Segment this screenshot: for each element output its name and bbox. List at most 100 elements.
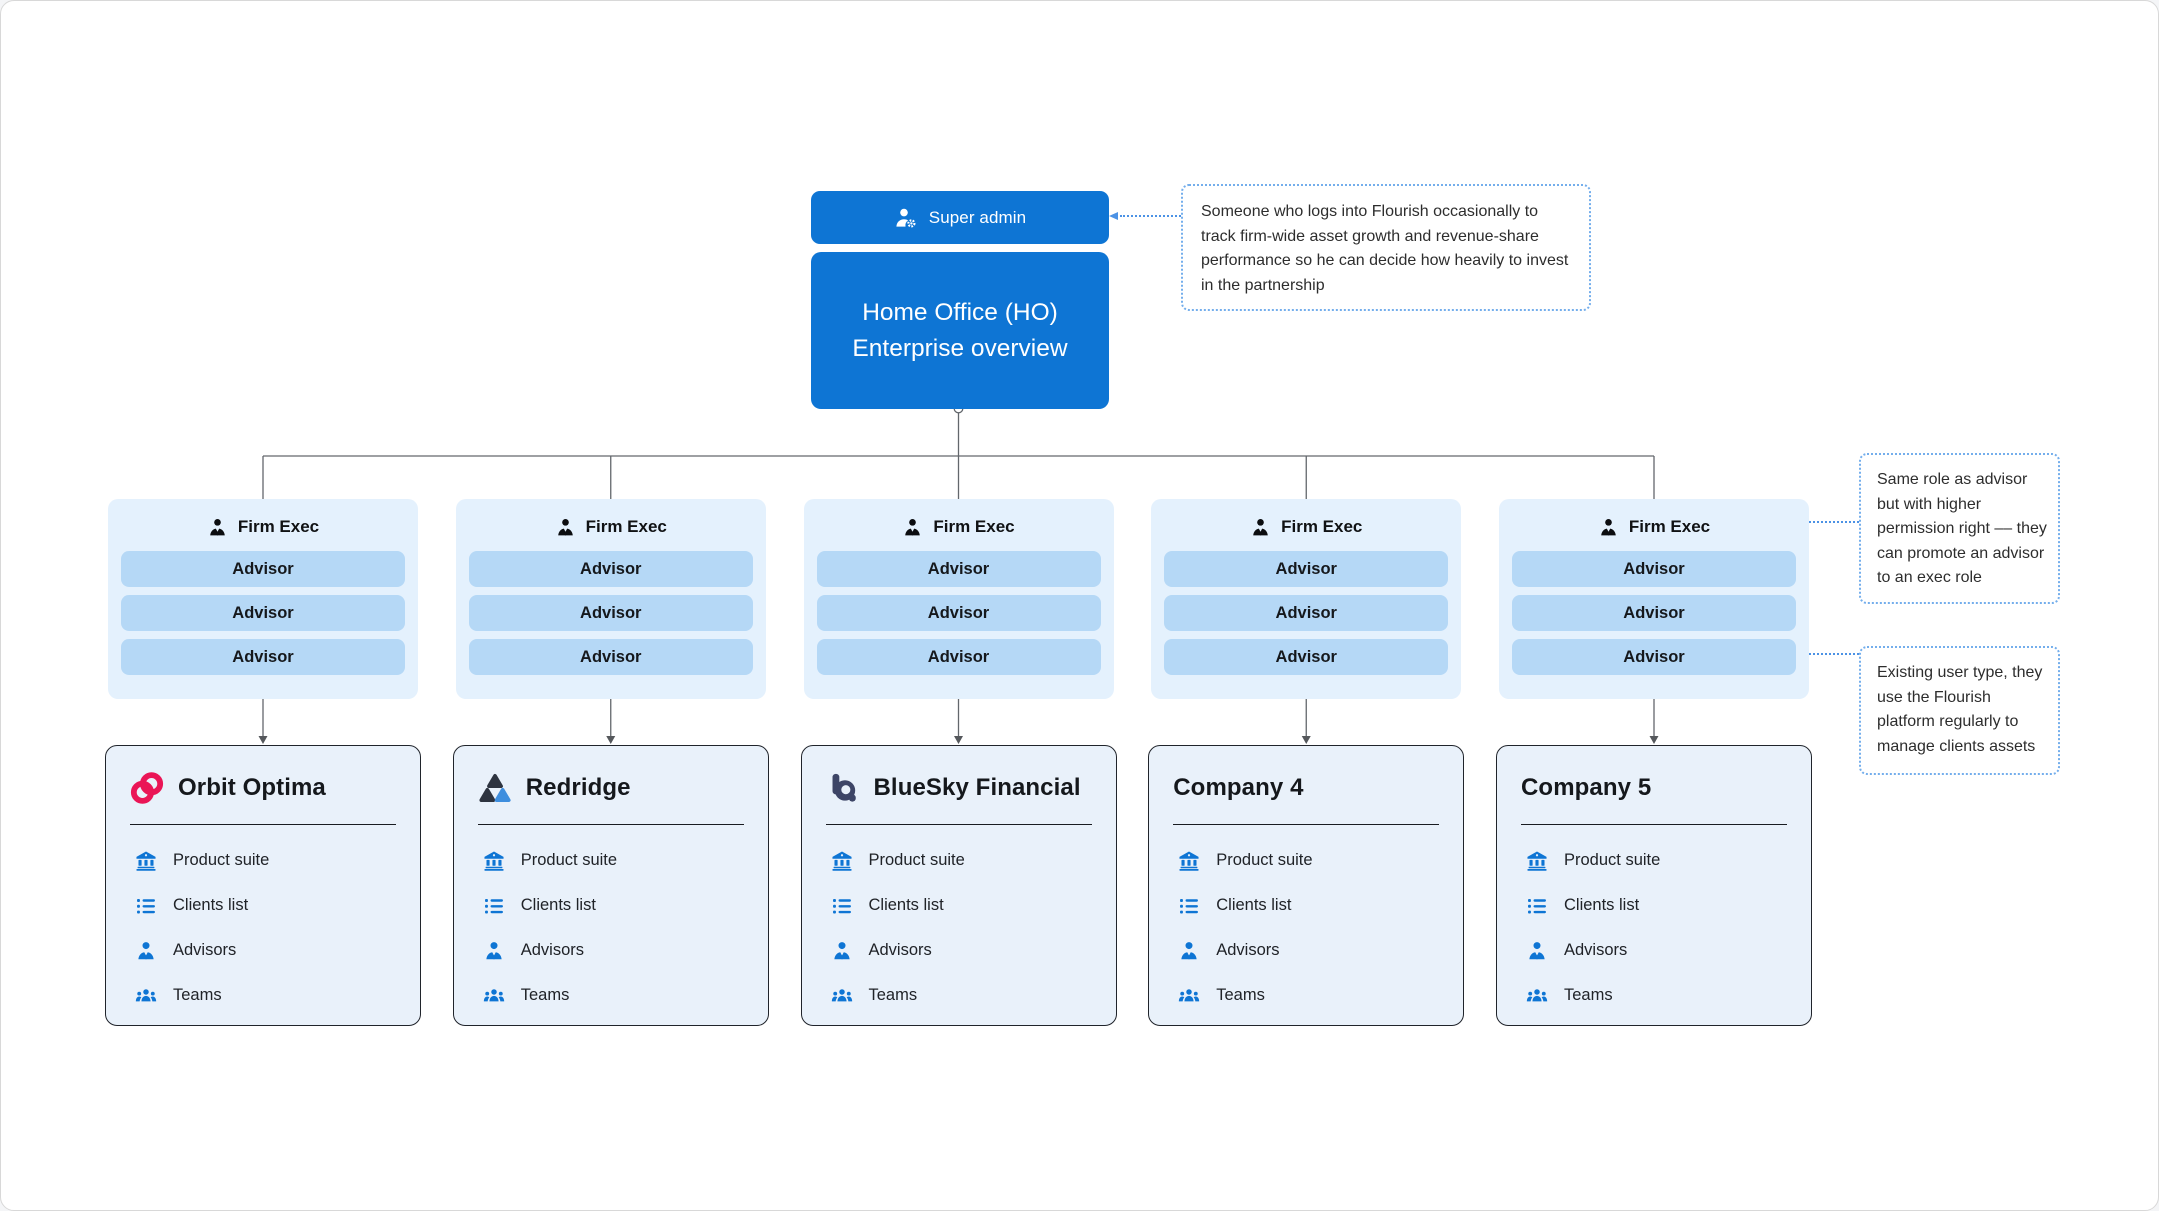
menu-item-product-suite[interactable]: Product suite [831, 838, 1116, 883]
advisor-pill[interactable]: Advisor [1164, 551, 1449, 587]
advisor-pill[interactable]: Advisor [816, 595, 1101, 631]
list-icon [1178, 895, 1200, 917]
menu-item-clients-list[interactable]: Clients list [831, 883, 1116, 928]
bank-icon [1526, 850, 1548, 872]
person-tie-icon [483, 940, 505, 962]
menu-item-advisors[interactable]: Advisors [483, 928, 768, 973]
person-tie-icon [1250, 517, 1271, 538]
menu-item-product-suite[interactable]: Product suite [1526, 838, 1811, 883]
menu-item-label: Teams [173, 986, 222, 1004]
list-icon [831, 895, 853, 917]
menu-item-label: Product suite [1216, 851, 1313, 869]
menu-item-clients-list[interactable]: Clients list [483, 883, 768, 928]
menu-item-label: Clients list [1216, 896, 1292, 914]
card-divider [1173, 824, 1440, 825]
menu-item-teams[interactable]: Teams [483, 973, 768, 1018]
firm-exec-header[interactable]: Firm Exec [804, 512, 1114, 542]
bank-icon [483, 850, 505, 872]
orbit-rings-logo [130, 771, 164, 805]
menu-item-clients-list[interactable]: Clients list [1178, 883, 1463, 928]
menu-item-teams[interactable]: Teams [1526, 973, 1811, 1018]
dotted-connector [1120, 215, 1181, 217]
menu-item-teams[interactable]: Teams [831, 973, 1116, 1018]
menu-item-label: Clients list [173, 896, 249, 914]
menu-item-label: Clients list [868, 896, 944, 914]
advisor-pill[interactable]: Advisor [468, 551, 753, 587]
menu-item-advisors[interactable]: Advisors [831, 928, 1116, 973]
advisor-pill[interactable]: Advisor [121, 639, 405, 675]
card-divider [1521, 824, 1787, 825]
firm-exec-label: Firm Exec [933, 517, 1015, 536]
menu-item-label: Advisors [173, 941, 237, 959]
menu-item-product-suite[interactable]: Product suite [1178, 838, 1463, 883]
company-name: Redridge [525, 774, 631, 801]
super-admin-label: Super admin [928, 207, 1027, 227]
people-icon [831, 985, 853, 1007]
menu-item-clients-list[interactable]: Clients list [1526, 883, 1811, 928]
menu-item-advisors[interactable]: Advisors [1178, 928, 1463, 973]
menu-item-label: Teams [520, 986, 570, 1004]
company-name: Orbit Optima [178, 774, 326, 801]
home-office-title-line1: Home Office (HO) [862, 298, 1058, 326]
menu-item-label: Product suite [1564, 851, 1661, 869]
advisor-pill[interactable]: Advisor [1512, 639, 1796, 675]
firm-exec-note: Same role as advisor but with higher per… [1859, 453, 2060, 604]
advisor-pill[interactable]: Advisor [816, 639, 1101, 675]
menu-item-label: Advisors [1216, 941, 1280, 959]
bank-icon [1178, 850, 1200, 872]
menu-item-product-suite[interactable]: Product suite [483, 838, 768, 883]
firm-exec-header[interactable]: Firm Exec [456, 512, 766, 542]
letter-b-logo [826, 771, 860, 805]
super-admin-badge[interactable]: Super admin [811, 191, 1109, 244]
advisor-pill[interactable]: Advisor [1164, 595, 1449, 631]
card-divider [477, 824, 744, 825]
menu-item-label: Advisors [1564, 941, 1628, 959]
firm-exec-header[interactable]: Firm Exec [1499, 512, 1809, 542]
advisor-pill[interactable]: Advisor [121, 551, 405, 587]
firm-exec-header[interactable]: Firm Exec [108, 512, 418, 542]
list-icon [135, 895, 157, 917]
person-tie-icon [1526, 940, 1548, 962]
advisor-pill[interactable]: Advisor [1512, 551, 1796, 587]
person-tie-icon [902, 517, 923, 538]
menu-item-advisors[interactable]: Advisors [135, 928, 420, 973]
list-icon [483, 895, 505, 917]
people-icon [1526, 985, 1548, 1007]
menu-item-teams[interactable]: Teams [1178, 973, 1463, 1018]
advisor-pill[interactable]: Advisor [468, 639, 753, 675]
menu-item-teams[interactable]: Teams [135, 973, 420, 1018]
note-arrow-icon [1109, 212, 1118, 220]
advisor-pill[interactable]: Advisor [1512, 595, 1796, 631]
person-tie-icon [207, 517, 228, 538]
menu-item-label: Teams [868, 986, 918, 1004]
firm-exec-label: Firm Exec [585, 517, 667, 536]
menu-item-advisors[interactable]: Advisors [1526, 928, 1811, 973]
advisor-pill[interactable]: Advisor [468, 595, 753, 631]
company-name: Company 5 [1521, 774, 1652, 801]
advisor-pill[interactable]: Advisor [816, 551, 1101, 587]
people-icon [483, 985, 505, 1007]
person-tie-icon [135, 940, 157, 962]
menu-item-label: Product suite [520, 851, 618, 869]
menu-item-product-suite[interactable]: Product suite [135, 838, 420, 883]
card-divider [825, 824, 1092, 825]
menu-item-clients-list[interactable]: Clients list [135, 883, 420, 928]
advisor-pill[interactable]: Advisor [1164, 639, 1449, 675]
menu-item-label: Teams [1216, 986, 1265, 1004]
advisor-pill[interactable]: Advisor [121, 595, 405, 631]
list-icon [1526, 895, 1548, 917]
bank-icon [135, 850, 157, 872]
people-icon [135, 985, 157, 1007]
firm-exec-header[interactable]: Firm Exec [1151, 512, 1461, 542]
menu-item-label: Clients list [520, 896, 596, 914]
